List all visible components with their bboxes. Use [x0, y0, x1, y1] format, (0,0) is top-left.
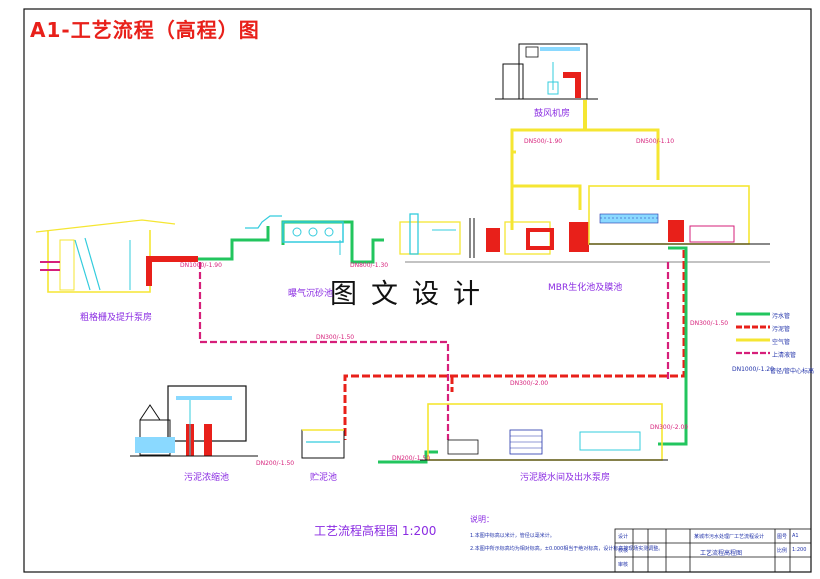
pipe-label-p5: DN300/-1.50 — [316, 334, 355, 341]
air-pipe-network — [510, 128, 660, 230]
tb-row-design: 设计 — [618, 534, 629, 540]
tb-row-check: 校核 — [618, 548, 629, 554]
pipe-label-p9: DN300/-2.00 — [650, 424, 689, 431]
tb-sheet: A1 — [792, 533, 799, 539]
mbr-tank — [399, 185, 770, 263]
pipe-label-p8: DN200/-1.50 — [392, 455, 431, 462]
tb-drawing-name: 工艺流程高程图 — [700, 550, 743, 557]
sludge-thickener — [130, 385, 258, 457]
sheet-border — [23, 8, 812, 573]
pipe-label-p1: DN1000/-1.90 — [180, 262, 222, 269]
sludge-return-line — [343, 250, 686, 440]
notes-heading: 说明： — [470, 515, 494, 524]
label-screen-room: 粗格栅及提升泵房 — [80, 313, 153, 323]
tb-scale: 1:200 — [792, 547, 807, 553]
label-sludge-thickener: 污泥浓缩池 — [184, 473, 230, 483]
title-block — [614, 528, 812, 573]
effluent-line — [378, 246, 688, 464]
pipe-label-p3: DN500/-1.10 — [636, 138, 675, 145]
blower-room — [495, 43, 598, 130]
pipe-label-p4: DN800/-1.30 — [350, 262, 389, 269]
legend-supernatant: 上清液管 — [772, 352, 797, 359]
pipe-label-p7: DN200/-1.50 — [256, 460, 295, 467]
tb-row-approve: 审核 — [618, 562, 629, 568]
watermark: 图文设计 — [330, 279, 494, 310]
legend-sewage: 污水管 — [772, 313, 791, 320]
label-blower-room: 鼓风机房 — [534, 109, 571, 119]
pipe-label-p6: DN300/-2.00 — [510, 380, 549, 387]
drawing-title: 工艺流程高程图 1:200 — [314, 524, 437, 538]
label-sludge-pool: 贮泥池 — [310, 473, 338, 483]
label-mbr-tank: MBR生化池及膜池 — [548, 283, 623, 293]
page-title: A1-工艺流程（高程）图 — [30, 18, 260, 42]
legend-lines — [736, 312, 770, 355]
pipe-label-p2: DN500/-1.90 — [524, 138, 563, 145]
legend-pipe-note-code: DN1000/-1.20 — [732, 366, 774, 373]
notes-line-2: 2.本图中所示标高均为相对标高，±0.000相当于绝对标高，设计标高按现场实测调… — [470, 546, 664, 552]
supernatant-return-line — [198, 262, 670, 440]
tb-col-drawing-no: 图号 — [777, 534, 788, 540]
tb-col-scale: 比例 — [777, 548, 788, 554]
dewatering-building — [420, 403, 668, 461]
label-dewatering-room: 污泥脱水间及出水泵房 — [520, 473, 611, 483]
legend-pipe-note-text: 管径/管中心标高 — [770, 368, 815, 375]
sewage-to-mbr — [350, 238, 384, 264]
notes-line-1: 1.本图中标高以米计，管径以毫米计。 — [470, 533, 555, 539]
pipe-label-p10: DN300/-1.50 — [690, 320, 729, 327]
screen-pump-room — [35, 219, 198, 293]
legend-sludge: 污泥管 — [772, 326, 791, 333]
label-aeration-grit: 曝气沉砂池 — [288, 289, 334, 299]
aeration-grit-chamber — [245, 215, 344, 255]
legend-air: 空气管 — [772, 339, 791, 346]
sludge-storage-pool — [301, 429, 345, 459]
tb-project: 某城市污水处理厂工艺流程设计 — [694, 534, 765, 540]
